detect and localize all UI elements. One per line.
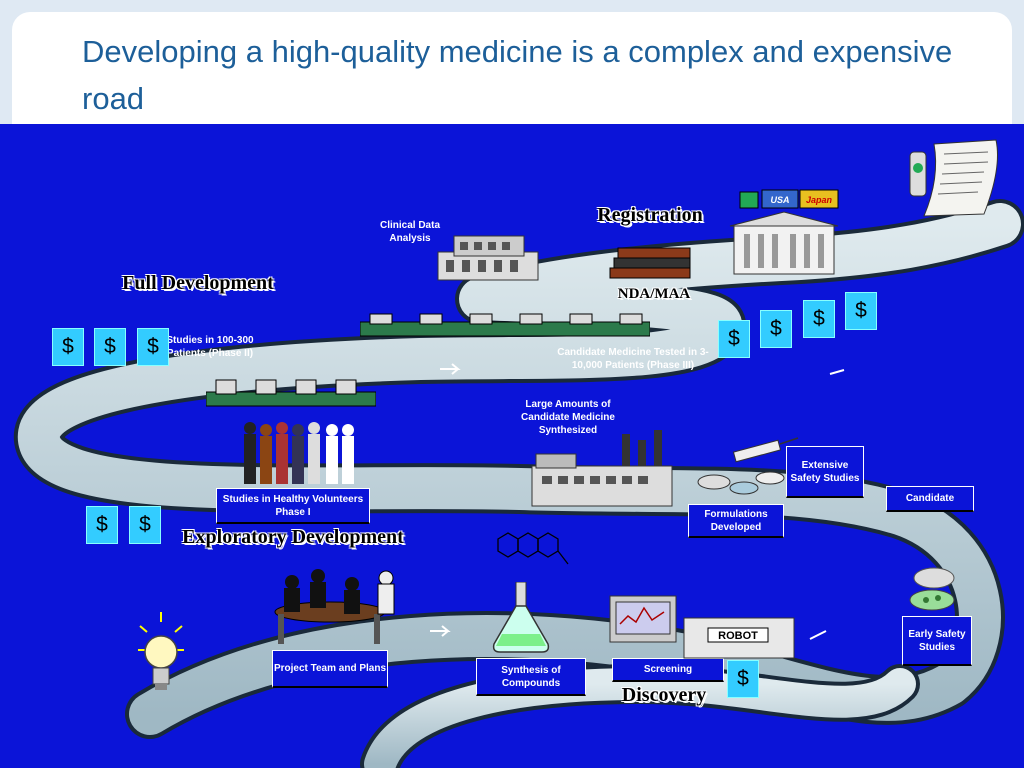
stage-registration: Registration: [597, 204, 703, 226]
meeting-people-icon: [274, 569, 395, 644]
slide-header: [12, 12, 1012, 142]
government-building-icon: [729, 211, 839, 275]
label-clinical-data-analysis: Clinical Data Analysis: [379, 220, 441, 244]
cost-marker: $: [94, 328, 126, 366]
label-screening: Screening: [612, 658, 724, 682]
factory-icon: [531, 430, 673, 507]
label-formulations: Formulations Developed: [688, 504, 784, 538]
flag-japan-label: Japan: [806, 195, 833, 205]
label-synthesis: Synthesis of Compounds: [476, 658, 586, 696]
office-building-icon: [437, 235, 539, 281]
label-extensive-safety: Extensive Safety Studies: [786, 446, 864, 498]
cost-marker: $: [137, 328, 169, 366]
road-lower-loop-surface: [364, 667, 916, 768]
stage-exploratory-development: Exploratory Development: [182, 526, 404, 548]
flask-icon: [492, 582, 550, 653]
label-nda-maa: NDA/MAA: [617, 286, 691, 302]
cost-marker: $: [86, 506, 118, 544]
hospital-ward-icon: [360, 313, 650, 337]
label-candidate: Candidate: [886, 486, 974, 512]
molecule-icon: [497, 532, 569, 565]
mouse-icon: [909, 567, 955, 611]
cost-marker: $: [760, 310, 792, 348]
lightbulb-icon: [138, 612, 184, 690]
stacked-documents-icon: [609, 247, 691, 279]
syringe-icon: [732, 437, 799, 463]
label-large-amounts: Large Amounts of Candidate Medicine Synt…: [521, 399, 615, 436]
label-phase3: Candidate Medicine Tested in 3-10,000 Pa…: [557, 347, 709, 371]
certificate-icon: [909, 139, 998, 217]
cost-marker: $: [803, 300, 835, 338]
stage-full-development: Full Development: [122, 272, 274, 294]
stage-discovery: Discovery: [621, 684, 707, 706]
label-project-team: Project Team and Plans: [272, 650, 388, 688]
hospital-ward-icon: [206, 379, 376, 407]
cost-marker: $: [845, 292, 877, 330]
flags-icon: USA Japan: [739, 189, 839, 209]
label-healthy-volunteers: Studies in Healthy Volunteers Phase I: [216, 488, 370, 524]
label-phase2: Studies in 100-300 Patients (Phase II): [166, 335, 254, 359]
cost-marker: $: [718, 320, 750, 358]
slide-title: Developing a high-quality medicine is a …: [82, 34, 953, 116]
robot-screening-icon: ROBOT: [609, 595, 795, 659]
winding-road: [14, 199, 1024, 768]
label-early-safety: Early Safety Studies: [902, 616, 972, 666]
cost-marker: $: [52, 328, 84, 366]
volunteers-icon: [244, 422, 354, 484]
pills-icon: [697, 471, 785, 495]
cost-marker: $: [129, 506, 161, 544]
flag-usa-label: USA: [770, 195, 789, 205]
diagram-panel: Registration Full Development Explorator…: [0, 124, 1024, 768]
robot-label: ROBOT: [718, 630, 758, 642]
cost-marker: $: [727, 660, 759, 698]
